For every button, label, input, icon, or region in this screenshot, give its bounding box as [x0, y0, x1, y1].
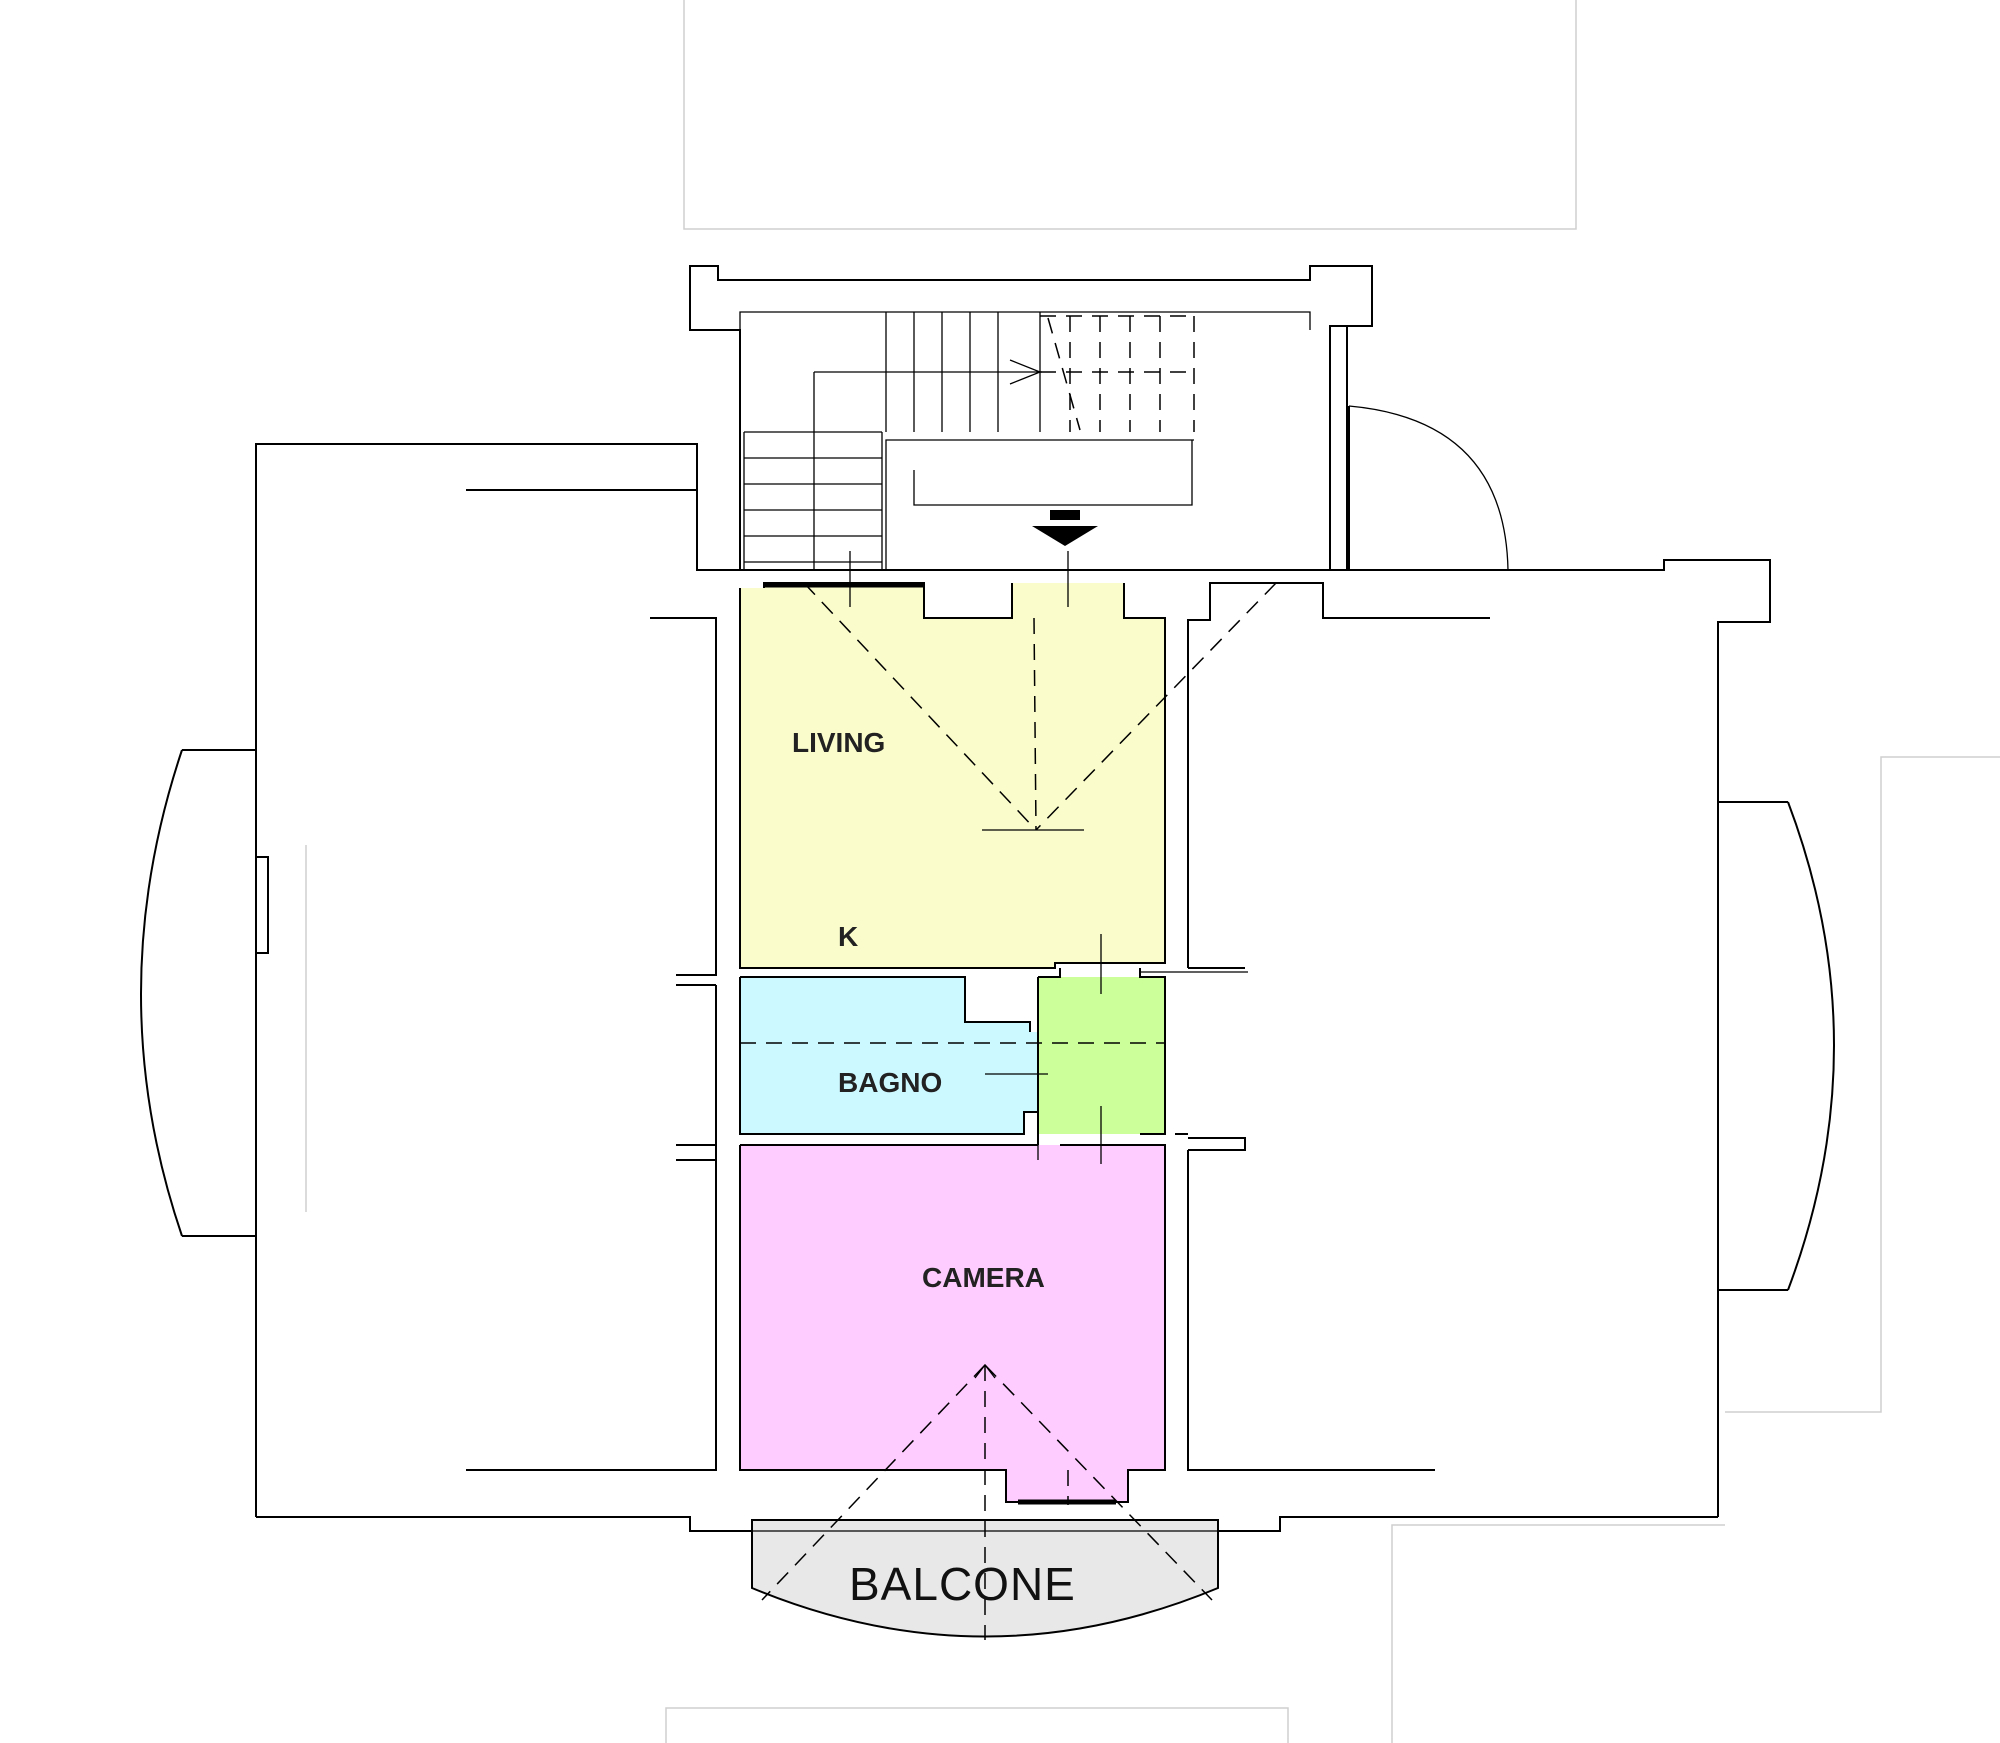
living-room	[740, 583, 1165, 968]
living-label: LIVING	[792, 727, 885, 758]
walls	[140, 265, 1835, 1638]
staircase	[743, 312, 1195, 570]
view-lines	[740, 582, 1277, 1640]
markers	[849, 551, 1248, 1164]
camera-room	[740, 1145, 1165, 1502]
kitchen-label: K	[838, 921, 858, 952]
bagno-room	[740, 977, 1038, 1134]
windows	[764, 582, 1116, 1505]
bagno-label: BAGNO	[838, 1067, 942, 1098]
balcone-label: BALCONE	[849, 1558, 1076, 1610]
camera-label: CAMERA	[922, 1262, 1045, 1293]
disimpegno-area	[1038, 977, 1165, 1134]
